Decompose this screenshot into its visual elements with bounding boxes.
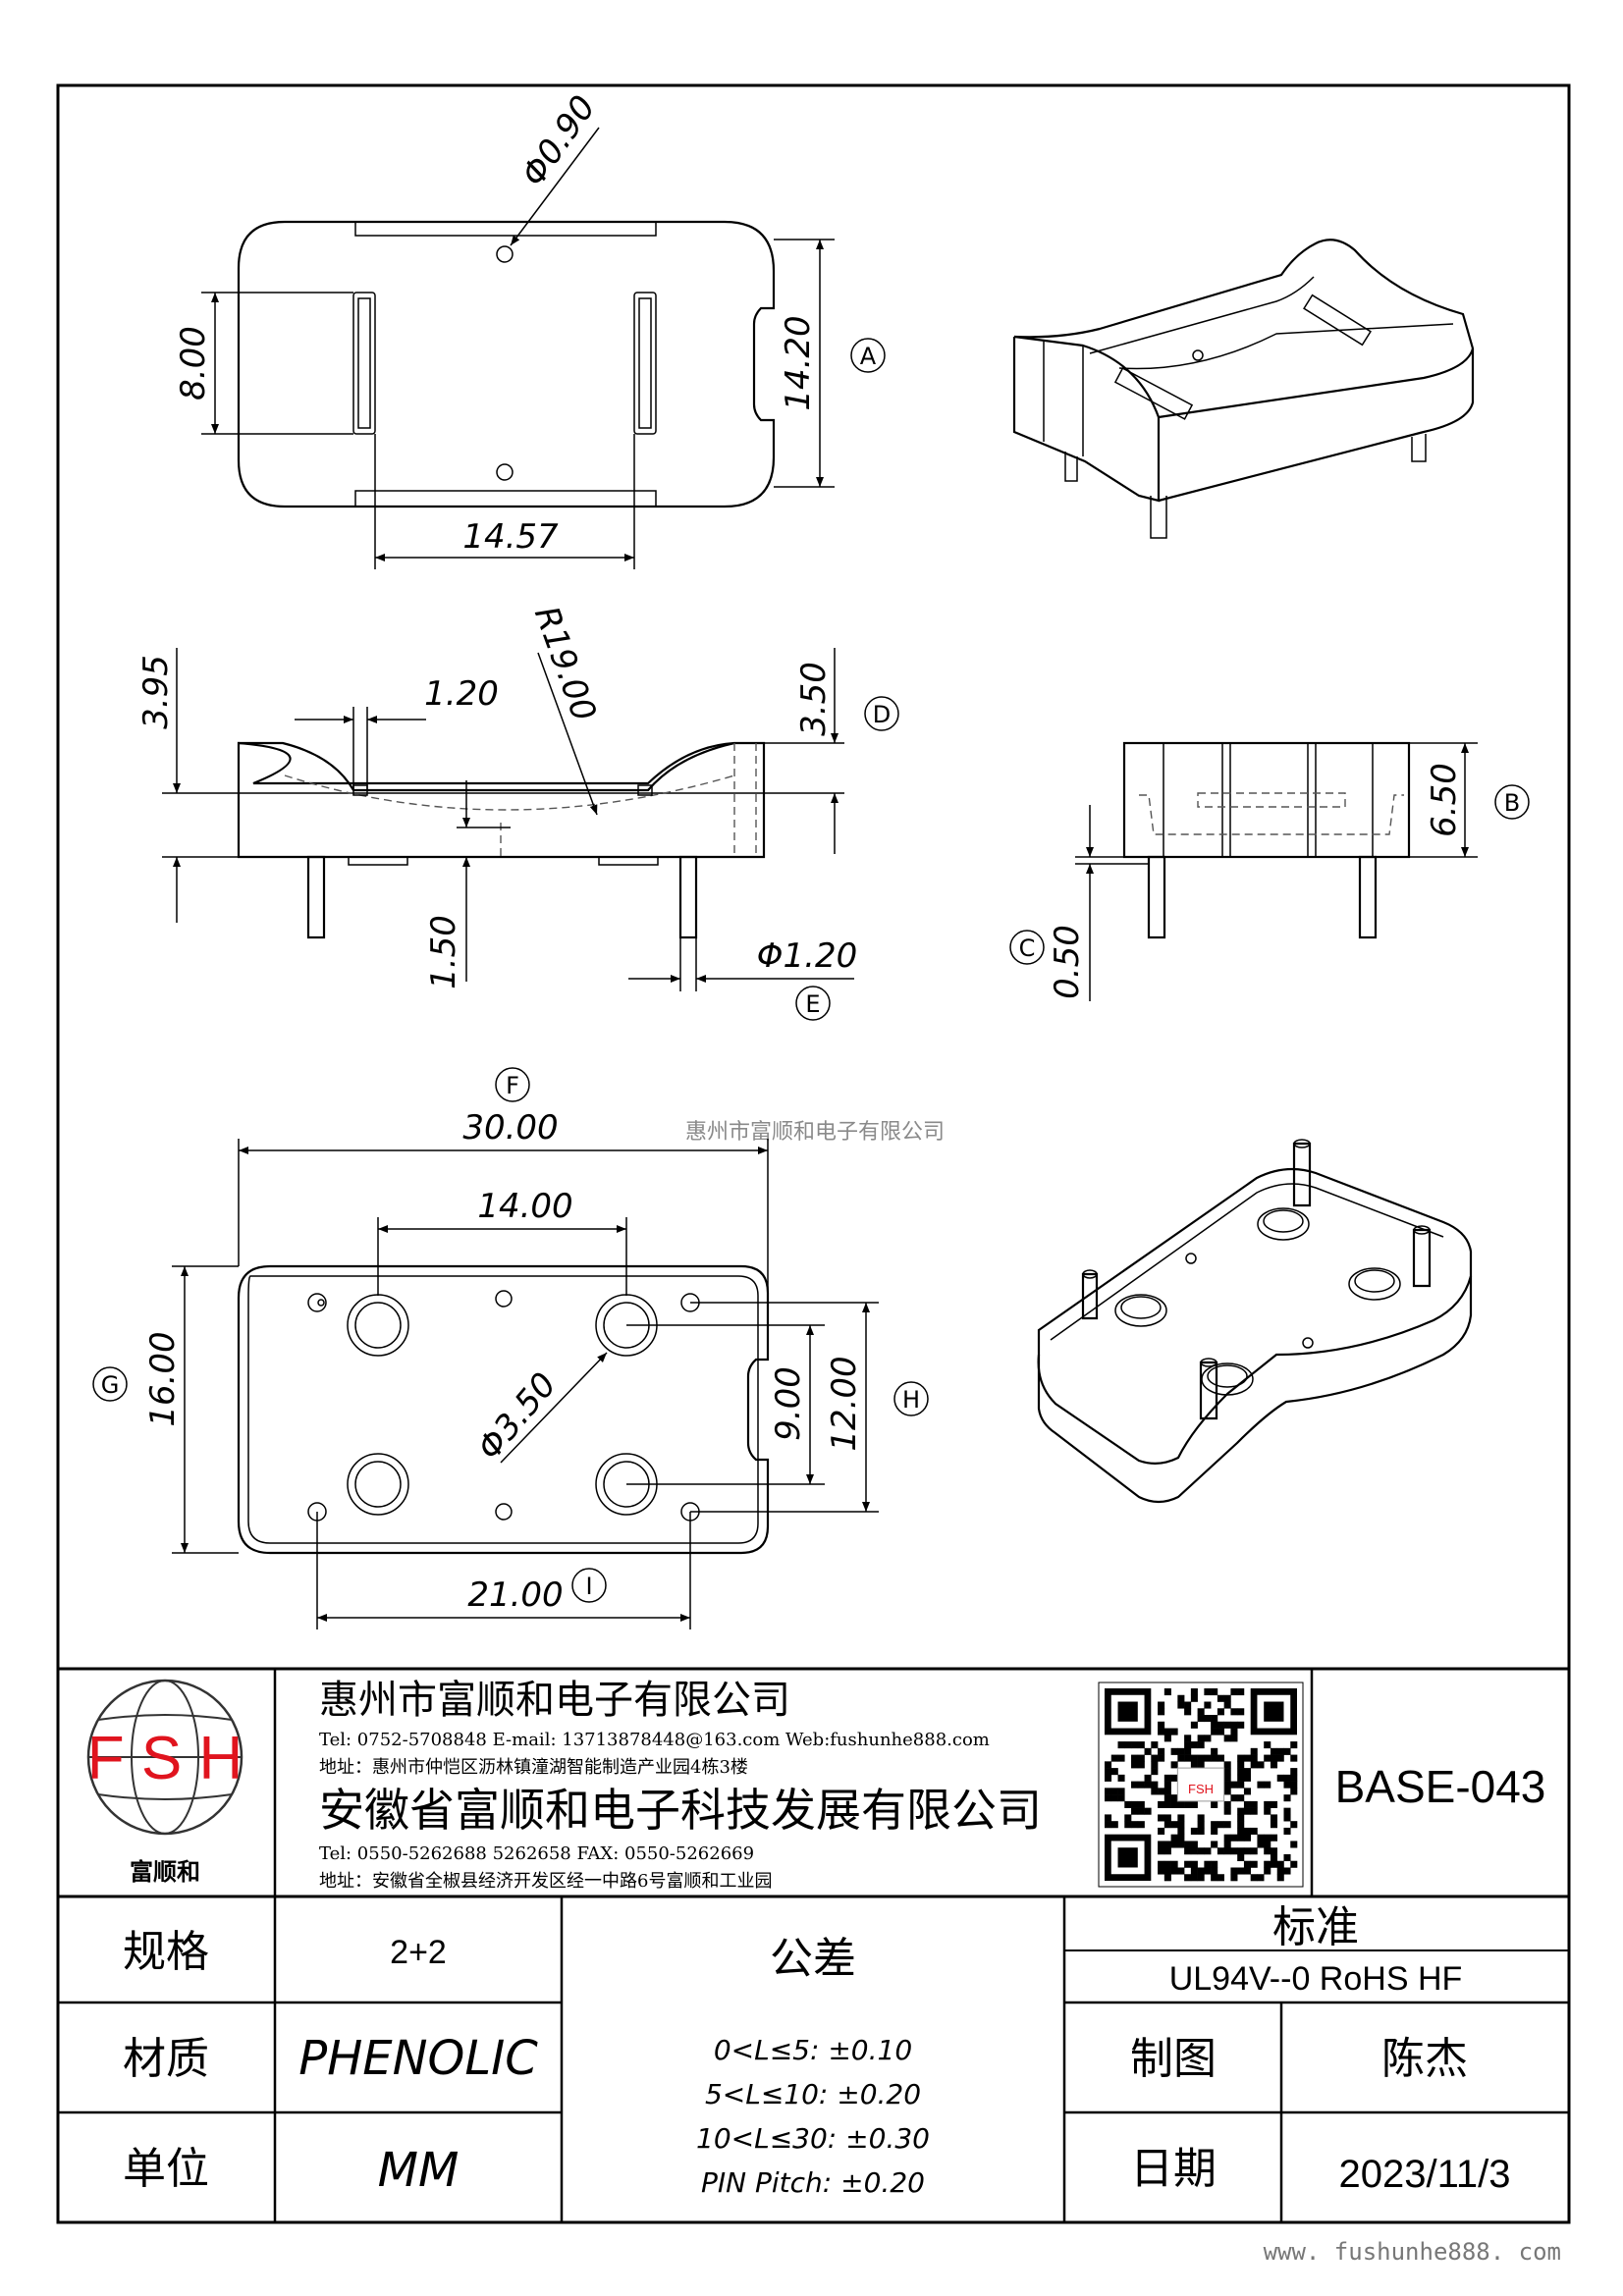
unit-value: MM	[378, 2143, 460, 2198]
dim-0-50: 0.50	[1048, 925, 1087, 999]
standard-label: 标准	[1272, 1902, 1359, 1952]
top-view: 8.00 14.20 A 14.57 Φ0.90	[174, 88, 886, 569]
dim-12-00: 12.00	[825, 1356, 864, 1451]
material-label: 材质	[123, 2034, 209, 2084]
company-name-anhui: 安徽省富顺和电子科技发展有限公司	[319, 1784, 1042, 1837]
iso-view-bottom	[1037, 1139, 1473, 1504]
part-number: BASE-043	[1335, 1761, 1546, 1812]
tolerance-line-2: 5<L≤10: ±0.20	[705, 2078, 921, 2110]
qr-code-icon	[1098, 1682, 1304, 1888]
title-block: F S H 富顺和 惠州市富顺和电子有限公司 Tel: 0752-5708848…	[58, 1667, 1569, 2222]
standard-value: UL94V--0 RoHS HF	[1169, 1960, 1463, 1998]
dim-9-00: 9.00	[769, 1366, 808, 1441]
bottom-view: 30.00 F 14.00 16.00 G 9.00 12.00 H Φ3.50	[92, 1067, 929, 1629]
tolerance-line-1: 0<L≤5: ±0.10	[714, 2034, 912, 2066]
dim-14-20: 14.20	[779, 315, 818, 410]
marker-e: E	[805, 990, 820, 1018]
company-anhui-contact: Tel: 0550-5262688 5262658 FAX: 0550-5262…	[319, 1843, 754, 1864]
dim-phi-1-20: Φ1.20	[757, 936, 857, 976]
marker-g: G	[101, 1371, 120, 1399]
company-name-huizhou: 惠州市富顺和电子有限公司	[319, 1678, 790, 1723]
dim-21-00: 21.00	[467, 1575, 563, 1615]
dim-phi-0-90: Φ0.90	[514, 88, 604, 193]
drawn-label: 制图	[1130, 2034, 1217, 2084]
marker-i: I	[585, 1573, 592, 1600]
marker-h: H	[902, 1386, 920, 1414]
dim-14-00: 14.00	[477, 1187, 572, 1226]
tolerance-label: 公差	[770, 1934, 856, 1984]
dim-30-00: 30.00	[462, 1108, 558, 1148]
watermark: 惠州市富顺和电子有限公司	[685, 1120, 945, 1145]
dim-14-57: 14.57	[462, 517, 559, 557]
fsh-logo: F S H 富顺和	[86, 1679, 243, 1886]
dim-r19-00: R19.00	[526, 602, 604, 726]
dim-16-00: 16.00	[143, 1331, 183, 1426]
material-value: PHENOLIC	[298, 2031, 538, 2086]
sheet-border	[56, 83, 1571, 2224]
qr-center-label: FSH	[1188, 1782, 1214, 1796]
company-anhui-address: 地址：安徽省全椒县经济开发区经一中路6号富顺和工业园	[319, 1871, 772, 1892]
marker-a: A	[860, 343, 877, 370]
marker-c: C	[1019, 934, 1036, 962]
marker-d: D	[873, 701, 891, 728]
date-label: 日期	[1130, 2144, 1217, 2194]
dim-1-20: 1.20	[424, 674, 499, 714]
logo-caption: 富顺和	[130, 1857, 200, 1886]
unit-label: 单位	[123, 2144, 209, 2194]
tolerance-line-3: 10<L≤30: ±0.30	[696, 2122, 930, 2155]
spec-value: 2+2	[390, 1934, 447, 1971]
spec-label: 规格	[123, 1927, 209, 1977]
dim-phi-3-50: Φ3.50	[469, 1365, 565, 1468]
front-view: 3.95 1.20 R19.00 3.50 D 1.50 Φ1.20 E	[136, 602, 899, 1021]
company-huizhou-address: 地址：惠州市仲恺区沥林镇潼湖智能制造产业园4栋3楼	[319, 1757, 748, 1778]
dim-3-50: 3.50	[794, 662, 834, 736]
date-value: 2023/11/3	[1339, 2153, 1511, 2196]
marker-b: B	[1504, 789, 1520, 817]
drawn-value: 陈杰	[1381, 2034, 1468, 2084]
company-huizhou-contact: Tel: 0752-5708848 E-mail: 13713878448@16…	[319, 1730, 990, 1750]
iso-view-top	[1012, 239, 1475, 539]
dim-3-95: 3.95	[136, 655, 176, 729]
dim-6-50: 6.50	[1425, 763, 1464, 837]
tolerance-line-4: PIN Pitch: ±0.20	[701, 2166, 925, 2199]
logo-letters: F S H	[87, 1725, 243, 1792]
side-view: 6.50 B 0.50 C	[1009, 741, 1530, 1001]
dim-8-00: 8.00	[174, 326, 213, 400]
dim-1-50: 1.50	[424, 915, 463, 989]
website-footer: www. fushunhe888. com	[1264, 2238, 1561, 2266]
marker-f: F	[506, 1072, 519, 1099]
